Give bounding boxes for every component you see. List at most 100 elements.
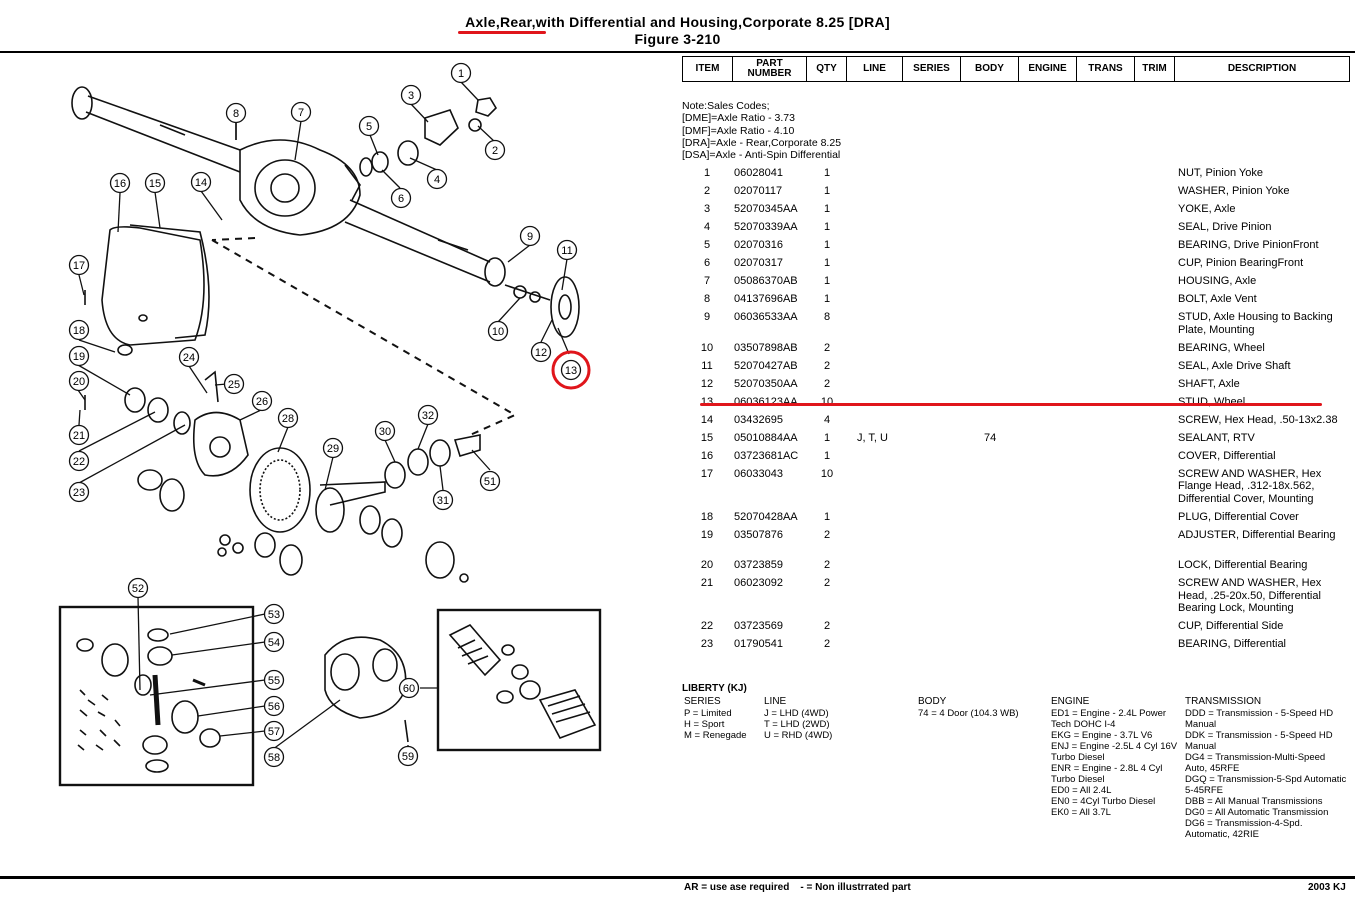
- legend-transmission: TRANSMISSION DDD = Transmission - 5-Spee…: [1185, 696, 1353, 840]
- svg-text:9: 9: [527, 231, 533, 243]
- item-cell: 16: [700, 449, 714, 462]
- part-number-cell: 03507876: [734, 528, 783, 541]
- description-cell: BEARING, Drive PinionFront: [1178, 239, 1319, 251]
- callout-57: 57: [263, 720, 285, 742]
- item-cell: 7: [703, 275, 711, 287]
- legend-item: EN0 = 4Cyl Turbo Diesel: [1051, 796, 1156, 807]
- svg-text:51: 51: [484, 476, 496, 488]
- legend-item: H = Sport: [684, 719, 725, 730]
- header-engine: ENGINE: [1019, 57, 1077, 81]
- description-cell: BEARING, Wheel: [1178, 341, 1265, 354]
- qty-cell: 1: [823, 293, 831, 305]
- sales-code-notes: Note:Sales Codes; [DME]=Axle Ratio - 3.7…: [682, 100, 841, 161]
- callout-32: 32: [417, 404, 439, 426]
- header-description: DESCRIPTION: [1227, 63, 1297, 74]
- description-cell: SEAL, Drive Pinion: [1178, 221, 1272, 233]
- legend-item: ENR = Engine - 2.8L 4 Cyl: [1051, 763, 1163, 774]
- callout-17: 17: [68, 254, 90, 276]
- callout-3: 3: [400, 84, 422, 106]
- qty-cell: 1: [823, 167, 831, 179]
- spider-gear-parts-drawing: [84, 115, 469, 583]
- legend-item: DDD = Transmission - 5-Speed HD: [1185, 708, 1334, 719]
- svg-text:4: 4: [434, 174, 440, 186]
- svg-text:59: 59: [402, 751, 414, 763]
- legend-item: Tech DOHC I-4: [1051, 719, 1116, 730]
- exploded-axle-diagram: 1 2 3 4 5 6 7 8 9 10 11 12 13 14 15 16 1…: [58, 62, 602, 787]
- description-cell: SEAL, Axle Drive Shaft: [1178, 359, 1291, 372]
- legend-line-header: LINE: [764, 696, 787, 707]
- legend-item: M = Renegade: [684, 730, 747, 741]
- item-cell: 18: [700, 510, 714, 523]
- inset-left-parts: [76, 628, 221, 773]
- svg-text:18: 18: [73, 325, 85, 337]
- leader-lines: [77, 81, 570, 756]
- qty-cell: 1: [823, 510, 831, 523]
- description-cell: SHAFT, Axle: [1178, 377, 1240, 390]
- legend-item: DDK = Transmission - 5-Speed HD: [1185, 730, 1333, 741]
- description-cell: SCREW AND WASHER, Hex Flange Head, .312-…: [1178, 467, 1322, 505]
- header-qty: QTY: [807, 57, 847, 81]
- note-line: [DME]=Axle Ratio - 3.73: [682, 112, 795, 125]
- qty-cell: 2: [823, 638, 831, 650]
- item-cell: 3: [703, 203, 711, 215]
- legend-item: Manual: [1185, 741, 1217, 752]
- svg-text:16: 16: [114, 178, 126, 190]
- parts-table-header: ITEM PART NUMBER QTY LINE SERIES BODY EN…: [682, 56, 1350, 82]
- header-body: BODY: [961, 57, 1019, 81]
- callout-6: 6: [390, 187, 412, 209]
- svg-text:57: 57: [268, 726, 280, 738]
- description-cell: SCREW AND WASHER, Hex Head, .25-20x.50, …: [1178, 577, 1322, 614]
- differential-cover-drawing: [101, 224, 210, 346]
- qty-cell: 2: [823, 528, 831, 541]
- svg-text:13: 13: [565, 365, 577, 377]
- callout-15: 15: [144, 172, 166, 194]
- callout-28: 28: [277, 407, 299, 429]
- part-number-cell: 06033043: [734, 467, 783, 480]
- item-cell: 23: [700, 638, 714, 650]
- svg-text:31: 31: [437, 495, 449, 507]
- svg-text:5: 5: [366, 121, 372, 133]
- svg-text:15: 15: [149, 178, 161, 190]
- description-cell: STUD, Wheel: [1178, 395, 1246, 408]
- svg-text:10: 10: [492, 326, 504, 338]
- callout-1: 1: [450, 62, 472, 84]
- svg-text:20: 20: [73, 376, 85, 388]
- part-number-cell: 01790541: [734, 638, 783, 650]
- item-cell: 1: [703, 167, 711, 179]
- callout-10: 10: [487, 320, 509, 342]
- qty-cell: 1: [823, 203, 831, 215]
- legend-item: U = RHD (4WD): [764, 730, 833, 741]
- callout-53: 53: [263, 603, 285, 625]
- qty-cell: 1: [823, 221, 831, 233]
- callout-60: 60: [398, 677, 420, 699]
- footer-model: 2003 KJ: [1308, 882, 1346, 893]
- header-line: LINE: [847, 57, 903, 81]
- header-part-number: PART NUMBER: [733, 57, 807, 81]
- header-item: ITEM: [683, 57, 733, 81]
- qty-cell: 2: [823, 577, 831, 589]
- svg-text:22: 22: [73, 456, 85, 468]
- part-number-cell: 03432695: [734, 413, 783, 426]
- legend-item: Auto, 45RFE: [1185, 763, 1240, 774]
- item-cell: 20: [700, 559, 714, 571]
- item-cell: 14: [700, 413, 714, 426]
- part-number-cell: 03723681AC: [734, 449, 799, 462]
- legend-item: P = Limited: [684, 708, 732, 719]
- axle-housing-drawing: [71, 86, 506, 287]
- qty-cell: 2: [823, 559, 831, 571]
- callout-31: 31: [432, 489, 454, 511]
- legend-item: ED1 = Engine - 2.4L Power: [1051, 708, 1167, 719]
- header-series: SERIES: [903, 57, 961, 81]
- svg-text:19: 19: [73, 351, 85, 363]
- legend-item: ENJ = Engine -2.5L 4 Cyl 16V: [1051, 741, 1178, 752]
- part-number-cell: 05086370AB: [734, 275, 798, 287]
- callout-4: 4: [426, 168, 448, 190]
- item-cell: 15: [700, 431, 714, 444]
- legend-item: ED0 = All 2.4L: [1051, 785, 1112, 796]
- svg-text:6: 6: [398, 193, 404, 205]
- note-line: Note:Sales Codes;: [682, 100, 770, 112]
- legend-body-header: BODY: [918, 696, 947, 707]
- callout-25: 25: [223, 373, 245, 395]
- qty-cell: 2: [823, 377, 831, 390]
